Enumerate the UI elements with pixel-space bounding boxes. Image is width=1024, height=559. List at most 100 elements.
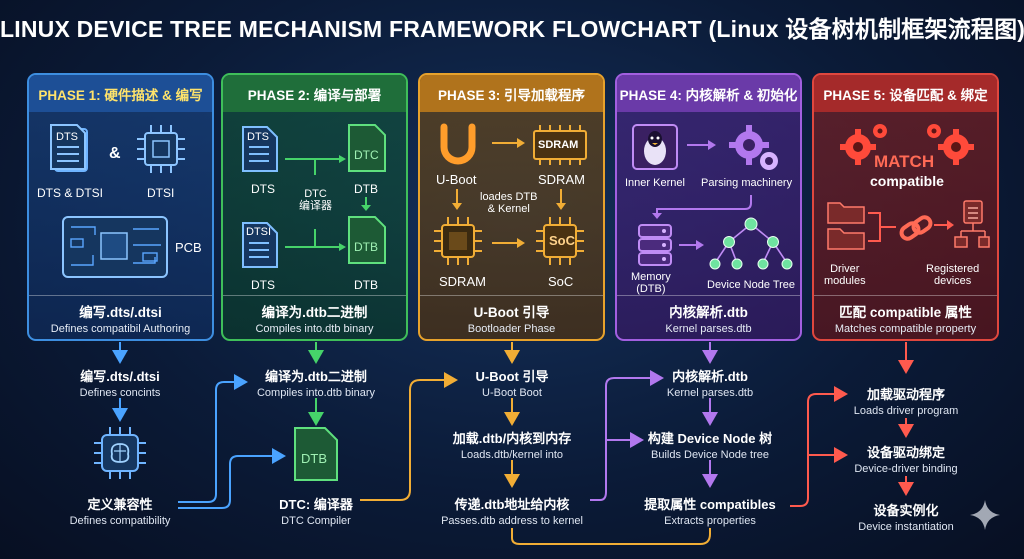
dtb-label-top: DTB xyxy=(354,182,378,196)
flow-c5-step-3-sub: Device instantiation xyxy=(858,521,954,533)
inner-kernel-label: Inner Kernel xyxy=(625,177,685,189)
phase-1-panel: PHASE 1: 硬件描述 & 编写 DTS & DTS & DTSI DTSI xyxy=(27,73,214,341)
sdram-bottom-label: SDRAM xyxy=(439,274,486,289)
phase-3-footer-sub: Bootloader Phase xyxy=(467,322,556,335)
cpu-chip-icon xyxy=(434,217,482,265)
phase-5-footer-main: 匹配 compatible 属性 xyxy=(839,304,972,320)
uboot-logo-icon xyxy=(440,123,476,165)
loads-dtb-kernel-label: loades DTB & Kernel xyxy=(480,191,538,216)
dtb-label-bottom: DTB xyxy=(354,278,378,292)
gears-icon xyxy=(729,125,778,170)
phase-4-panel: PHASE 4: 内核解析 & 初始化 Inner Kernel Parsing… xyxy=(615,73,802,341)
chain-link-icon xyxy=(899,215,933,241)
down-arrow-icon xyxy=(361,197,371,211)
dtc-icon-text: DTC xyxy=(354,148,379,162)
match-label: MATCH xyxy=(874,152,935,171)
flow-c5-step-3: 设备实例化 Device instantiation xyxy=(846,500,966,533)
down-arrow-icon xyxy=(452,189,462,210)
flow-c1-step-1-sub: Defines concints xyxy=(79,387,161,399)
flow-c5-step-2-main: 设备驱动绑定 xyxy=(866,445,945,460)
device-node-tree-label: Device Node Tree xyxy=(707,279,796,291)
right-arrow-icon xyxy=(492,138,525,148)
phase-5-title: PHASE 5: 设备匹配 & 绑定 xyxy=(814,75,997,112)
dts-dtsi-label: DTS & DTSI xyxy=(37,186,104,200)
phase-5-panel: PHASE 5: 设备匹配 & 绑定 MATCH compatible xyxy=(812,73,999,341)
flow-c1-step-2: 定义兼容性 Defines compatibility xyxy=(50,494,190,527)
flow-c2-step-2-main: DTC: 编译器 xyxy=(279,497,353,512)
flow-c3-step-1: U-Boot 引导 U-Boot Boot xyxy=(452,366,572,399)
flow-c2-step-2: DTC: 编译器 DTC Compiler xyxy=(256,494,376,527)
flow-c4-step-2-main: 构建 Device Node 树 xyxy=(647,431,773,446)
phase-4-footer-sub: Kernel parses.dtb xyxy=(665,322,752,335)
registered-devices-label: Registered devices xyxy=(926,263,980,288)
dtsi-label: DTSI xyxy=(147,186,175,200)
flow-c4-step-1-sub: Kernel parses.dtb xyxy=(666,387,754,399)
flow-c2-step-2-sub: DTC Compiler xyxy=(281,515,351,527)
database-icon xyxy=(638,224,672,266)
phase-5-footer: 匹配 compatible 属性 Matches compatible prop… xyxy=(814,295,997,339)
right-arrow-icon xyxy=(679,240,704,250)
right-arrow-icon xyxy=(687,140,716,150)
flow-c2-step-1-main: 编译为.dtb二进制 xyxy=(265,369,367,384)
phase-2-footer: 编译为.dtb二进制 Compiles into.dtb binary xyxy=(223,295,406,339)
driver-modules-label: Driver modules xyxy=(824,263,866,288)
sparkle-icon xyxy=(970,500,1000,530)
soc-icon-text: SoC xyxy=(549,233,575,248)
dts-icon-text: DTS xyxy=(56,131,78,143)
dtb-icon-text: DTB xyxy=(354,240,378,254)
phase-4-title: PHASE 4: 内核解析 & 初始化 xyxy=(617,75,800,112)
dts-file-icon xyxy=(50,124,88,172)
penguin-icon xyxy=(632,124,678,170)
phase-3-title: PHASE 3: 引导加载程序 xyxy=(420,75,603,112)
dts-label-bottom: DTS xyxy=(251,278,275,292)
flow-c1-step-2-sub: Defines compatibility xyxy=(69,515,171,527)
sdram-top-label: SDRAM xyxy=(538,172,585,187)
wire-c1-c2 xyxy=(178,374,248,503)
wire-c3-bottom xyxy=(511,528,711,545)
flow-dtb-icon-text: DTB xyxy=(301,451,327,466)
ampersand-label: & xyxy=(109,145,121,162)
dtsi-file-text: DTSI xyxy=(246,226,272,238)
flow-c4-step-1: 内核解析.dtb Kernel parses.dtb xyxy=(650,366,770,399)
dts-label-top: DTS xyxy=(251,182,275,196)
flow-c4-step-2-sub: Builds Device Node tree xyxy=(650,449,769,461)
flow-c3-step-2-sub: Loads.dtb/kernel into xyxy=(460,449,564,461)
chip-icon xyxy=(137,125,185,173)
soc-chip-icon xyxy=(536,217,584,265)
merge-arrows xyxy=(868,212,896,242)
memory-dtb-label: Memory (DTB) xyxy=(631,271,671,296)
phase-1-footer: 编写.dts/.dtsi Defines compatibil Authorin… xyxy=(29,295,212,339)
flow-c1-step-1: 编写.dts/.dtsi Defines concints xyxy=(60,366,180,399)
down-arrow-icon xyxy=(556,189,566,210)
dtb-file-icon xyxy=(294,427,338,481)
phase-2-footer-main: 编译为.dtb二进制 xyxy=(261,304,368,320)
sdram-chip-icon xyxy=(533,125,587,165)
flow-c3-step-3: 传递.dtb地址给内核 Passes.dtb address to kernel xyxy=(432,494,592,527)
flow-c2-step-1-sub: Compiles into.dtb binary xyxy=(256,387,375,399)
phase-3-footer-main: U-Boot 引导 xyxy=(473,304,550,320)
flow-c3-step-3-sub: Passes.dtb address to kernel xyxy=(441,515,583,527)
flow-c5-step-2: 设备驱动绑定 Device-driver binding xyxy=(846,442,966,475)
dtc-file-icon xyxy=(348,124,386,172)
phase-3-footer: U-Boot 引导 Bootloader Phase xyxy=(420,295,603,339)
page-title: LINUX DEVICE TREE MECHANISM FRAMEWORK FL… xyxy=(0,16,1024,42)
feedback-arrow xyxy=(652,195,752,219)
flow-c4-step-3-sub: Extracts properties xyxy=(664,515,756,527)
right-arrow-icon xyxy=(492,238,525,248)
dtb-file-icon xyxy=(348,216,386,264)
phase-4-footer: 内核解析.dtb Kernel parses.dtb xyxy=(617,295,800,339)
phase-3-panel: PHASE 3: 引导加载程序 U-Boot SDRAM SDRAM loade… xyxy=(418,73,605,341)
flow-c3-step-2: 加载.dtb/内核到内存 Loads.dtb/kernel into xyxy=(436,428,588,461)
dtsi-file-icon xyxy=(242,222,278,268)
flow-c5-step-1-sub: Loads driver program xyxy=(853,405,959,417)
flow-c4-step-3-main: 提取属性 compatibles xyxy=(644,497,776,512)
phase-2-footer-sub: Compiles into.dtb binary xyxy=(255,322,374,335)
phase-4-footer-main: 内核解析.dtb xyxy=(669,304,748,320)
phase-1-footer-sub: Defines compatibil Authoring xyxy=(50,322,191,335)
dts-file-text: DTS xyxy=(247,131,269,143)
flow-c4-step-3: 提取属性 compatibles Extracts properties xyxy=(632,494,788,527)
flow-c1-step-1-main: 编写.dts/.dtsi xyxy=(80,369,160,384)
phase-2-title: PHASE 2: 编译与部署 xyxy=(223,75,406,112)
uboot-label: U-Boot xyxy=(436,172,477,187)
